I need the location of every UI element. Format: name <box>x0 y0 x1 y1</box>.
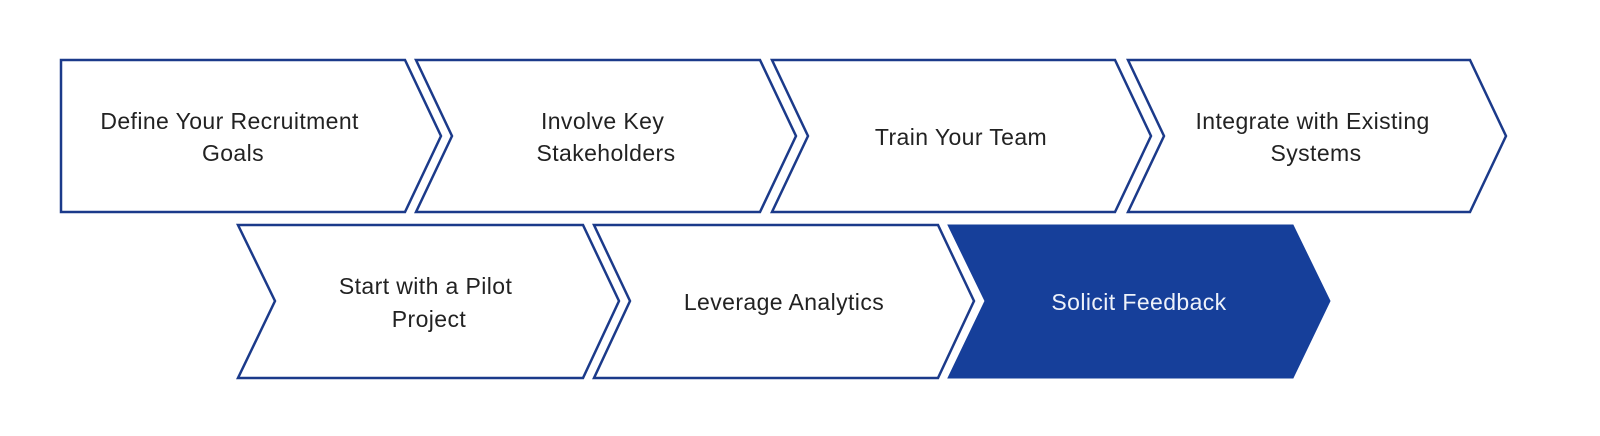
chevron-shape <box>59 58 443 214</box>
step-label: Start with a Pilot Project <box>339 273 519 332</box>
chevron-shape <box>770 58 1153 214</box>
step-5-start-pilot-project: Start with a Pilot Project <box>236 223 621 380</box>
chevron-shape <box>414 58 798 214</box>
chevron-shape <box>592 223 976 380</box>
step-7-solicit-feedback-active: Solicit Feedback <box>947 224 1331 379</box>
step-label: Solicit Feedback <box>1051 289 1226 315</box>
step-label: Integrate with Existing Systems <box>1196 108 1437 166</box>
step-1-define-recruitment-goals: Define Your Recruitment Goals <box>59 58 443 214</box>
step-label: Involve Key Stakeholders <box>536 108 675 166</box>
step-label: Train Your Team <box>875 124 1047 150</box>
step-3-train-your-team: Train Your Team <box>770 58 1153 214</box>
chevron-shape <box>1126 58 1508 214</box>
chevron-shape <box>236 223 621 380</box>
step-6-leverage-analytics: Leverage Analytics <box>592 223 976 380</box>
step-label: Leverage Analytics <box>684 289 884 315</box>
step-2-involve-key-stakeholders: Involve Key Stakeholders <box>414 58 798 214</box>
chevron-shape-filled <box>947 224 1331 379</box>
step-4-integrate-existing-systems: Integrate with Existing Systems <box>1126 58 1508 214</box>
step-label: Define Your Recruitment Goals <box>100 108 365 166</box>
